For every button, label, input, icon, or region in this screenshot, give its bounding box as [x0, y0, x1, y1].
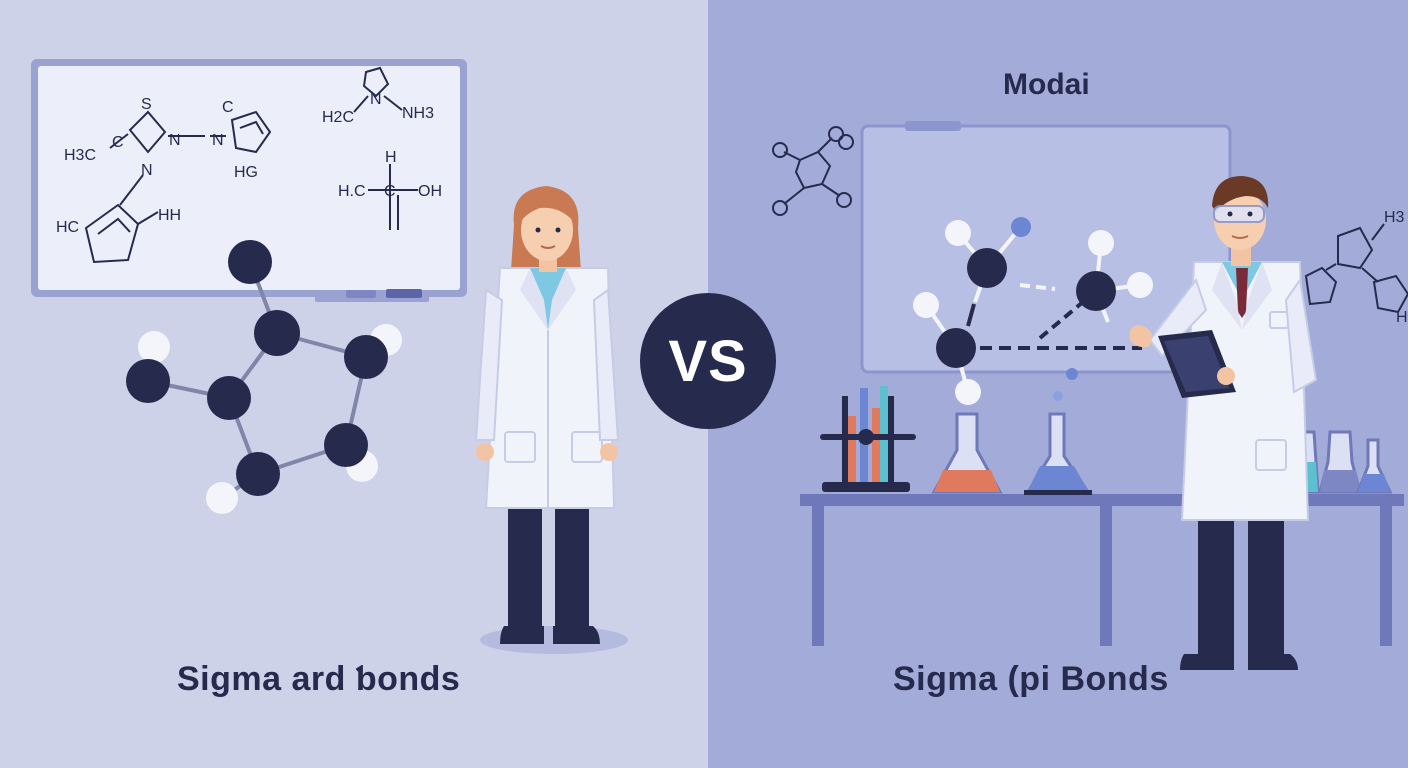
formula-label: N [370, 91, 382, 108]
formula-label: C [112, 134, 124, 151]
right-caption: Sigma (pi Bonds [893, 660, 1169, 698]
flask-orange [931, 412, 1003, 494]
formula-label: H [385, 149, 397, 166]
test-tube-rack [820, 386, 916, 492]
right-board [860, 121, 1232, 374]
formula-label: H2C [322, 109, 354, 126]
flask-blue [1024, 412, 1092, 495]
male-scientist [1130, 176, 1318, 670]
flasks-right [1294, 430, 1393, 494]
lab-bench [800, 494, 1404, 646]
formula-label: NH3 [402, 105, 434, 122]
formula-label: H.C [338, 183, 366, 200]
molecule-icon-right [1304, 223, 1408, 314]
side-formula-label: H3 [1384, 209, 1405, 226]
top-label: Modai [1003, 68, 1090, 101]
formula-label: H3C [64, 147, 96, 164]
formula-label: HH [158, 207, 181, 224]
formula-label: N [141, 162, 153, 179]
formula-label: N [169, 132, 181, 149]
formula-label: HC [56, 219, 79, 236]
left-caption: Sigma ard ƅonds [177, 660, 461, 698]
whiteboard-structures [84, 66, 418, 264]
female-scientist [474, 186, 628, 654]
formula-label: S [141, 96, 152, 113]
formula-label: OH [418, 183, 442, 200]
formula-label: C [222, 99, 234, 116]
molecule-icon-top-left [772, 126, 854, 216]
whiteboard-formula-labels: S H3C C N N N C HG HC HH H2C N NH3 H H.C… [56, 91, 442, 236]
side-formula-label: H [1396, 309, 1408, 326]
left-molecule-model [126, 240, 402, 514]
formula-label: N [212, 132, 224, 149]
formula-label: C [384, 183, 396, 200]
right-molecule-model [913, 217, 1153, 405]
left-whiteboard [31, 59, 467, 302]
vs-badge: VS [640, 293, 776, 429]
formula-label: HG [234, 164, 258, 181]
